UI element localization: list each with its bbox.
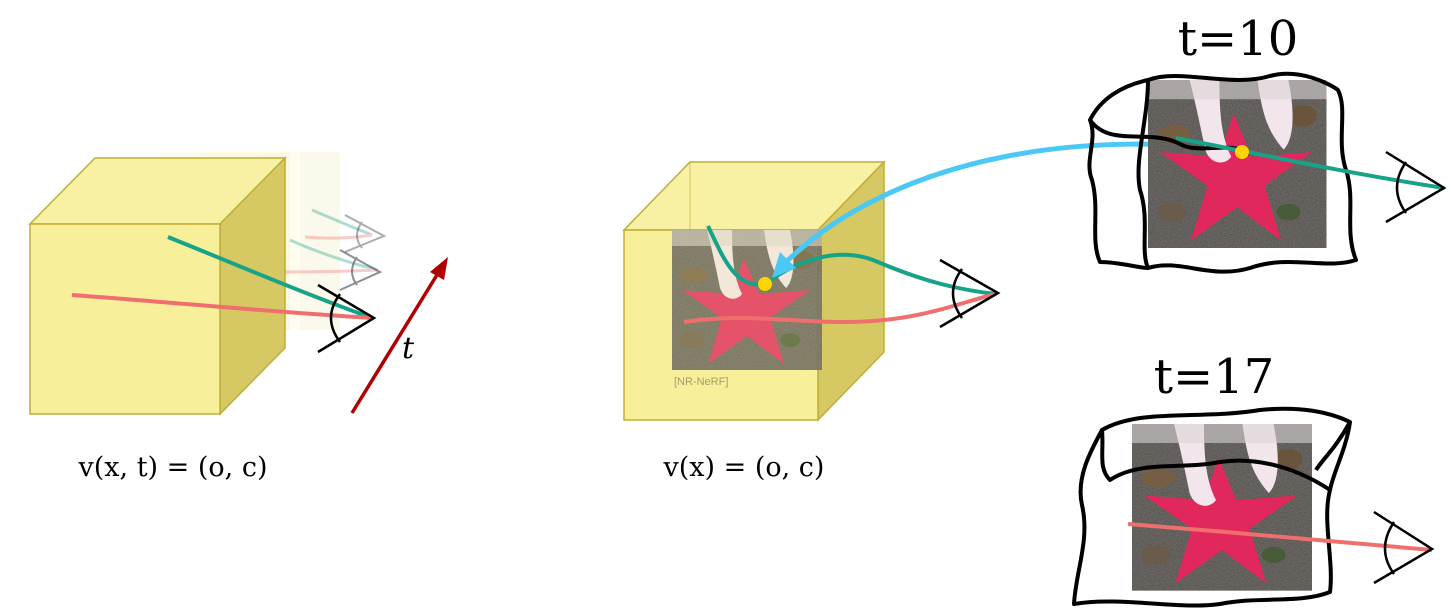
eye-icon xyxy=(339,249,383,291)
eye-icon xyxy=(317,283,377,354)
frame-bottom-label: t=17 xyxy=(1154,349,1275,405)
time-arrow-icon xyxy=(350,257,448,414)
sample-point xyxy=(1235,145,1249,159)
red-ray xyxy=(71,293,373,320)
right-panel: t=10 t=17 xyxy=(1072,11,1447,608)
faded-rays xyxy=(284,208,379,274)
red-ray xyxy=(683,292,997,324)
watermark: [NR-NeRF] xyxy=(674,376,728,388)
photo-thumbnail xyxy=(1132,424,1312,591)
warped-frame xyxy=(1072,406,1352,608)
frame-top-label: t=10 xyxy=(1178,11,1299,67)
time-axis-label: t xyxy=(402,331,415,366)
left-panel: t v(x, t) = (o, c) xyxy=(28,152,448,483)
green-ray xyxy=(706,225,997,296)
eye-icon xyxy=(344,214,387,253)
middle-panel: [NR-NeRF] v(x) = (o, c) xyxy=(622,160,1001,483)
left-equation: v(x, t) = (o, c) xyxy=(78,452,268,483)
red-ray xyxy=(1127,522,1433,552)
green-ray xyxy=(167,235,373,320)
green-ray xyxy=(1175,136,1445,190)
sample-point xyxy=(758,277,772,291)
eye-icon xyxy=(1385,150,1447,224)
eye-icon xyxy=(939,258,1001,329)
volume-cube xyxy=(28,156,287,416)
frame-t10: t=10 xyxy=(1087,11,1447,274)
middle-equation: v(x) = (o, c) xyxy=(663,452,825,483)
frame-t17: t=17 xyxy=(1072,349,1435,608)
eye-icon xyxy=(1373,510,1435,585)
